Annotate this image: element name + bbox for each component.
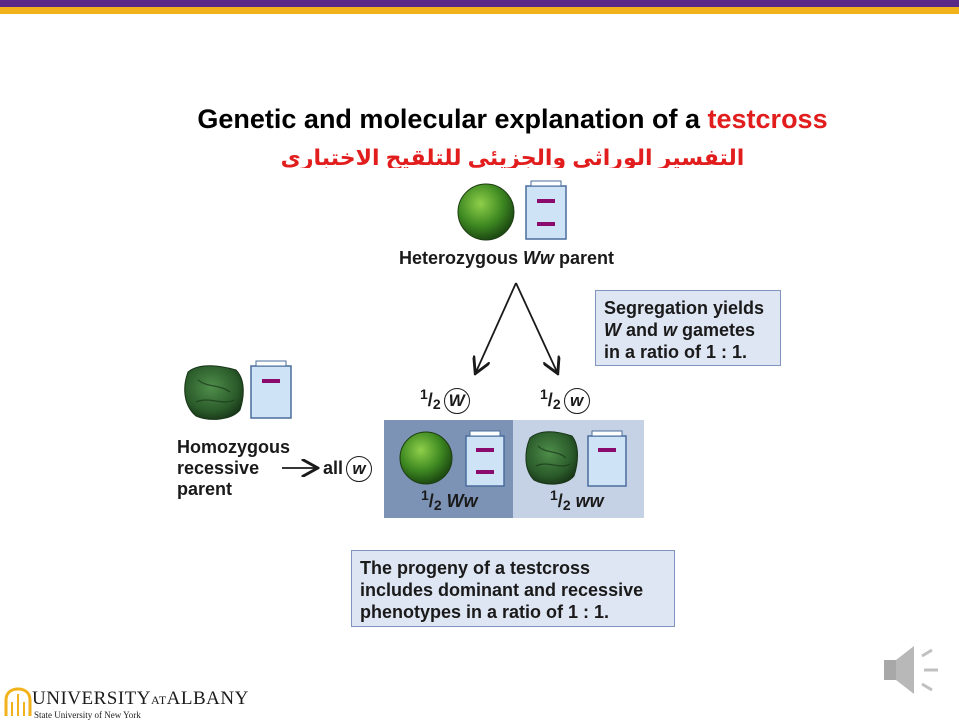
- gel-tube-icon: [465, 430, 505, 487]
- progeny-Ww-fraction: 1/2 Ww: [421, 487, 478, 513]
- progeny-explanation-box: The progeny of a testcross includes domi…: [351, 550, 675, 627]
- ualbany-logo-icon: [4, 687, 32, 716]
- round-pea-icon: [399, 431, 453, 485]
- progeny-graphics: [399, 430, 627, 487]
- allele-all-w-circle: w: [346, 456, 373, 482]
- slide-title: Genetic and molecular explanation of a t…: [0, 104, 959, 135]
- title-text: Genetic and molecular explanation of a: [197, 104, 708, 134]
- gel-tube-icon: [587, 430, 627, 487]
- title-accent: testcross: [707, 104, 828, 134]
- top-stripe-purple: [0, 0, 959, 7]
- segregation-box: Segregation yields W and w gametes in a …: [595, 290, 781, 366]
- speaker-icon: [884, 646, 938, 694]
- arabic-subtitle: التفسير الوراثي والجزيئي للتلقيح الاختبا…: [280, 145, 745, 168]
- university-name: UNIVERSITYATALBANY: [32, 688, 249, 709]
- heterozygous-parent-label: Heterozygous Ww parent: [399, 248, 615, 268]
- university-subtitle: State University of New York: [34, 710, 141, 720]
- round-pea-icon: [457, 183, 515, 241]
- arrow-to-W: [476, 282, 517, 372]
- allele-w-circle: w: [563, 388, 590, 415]
- arrow-to-w: [515, 282, 557, 372]
- progeny-ww-fraction: 1/2 ww: [550, 487, 604, 513]
- gel-tube-icon: [250, 360, 292, 419]
- top-stripe-gold: [0, 7, 959, 14]
- allele-W-circle: W: [443, 388, 470, 415]
- wrinkled-pea-icon: [525, 431, 578, 485]
- gel-tube-icon: [525, 180, 567, 240]
- homozygous-parent-label: Homozygous recessive parent: [177, 437, 291, 499]
- wrinkled-pea-icon: [184, 365, 244, 420]
